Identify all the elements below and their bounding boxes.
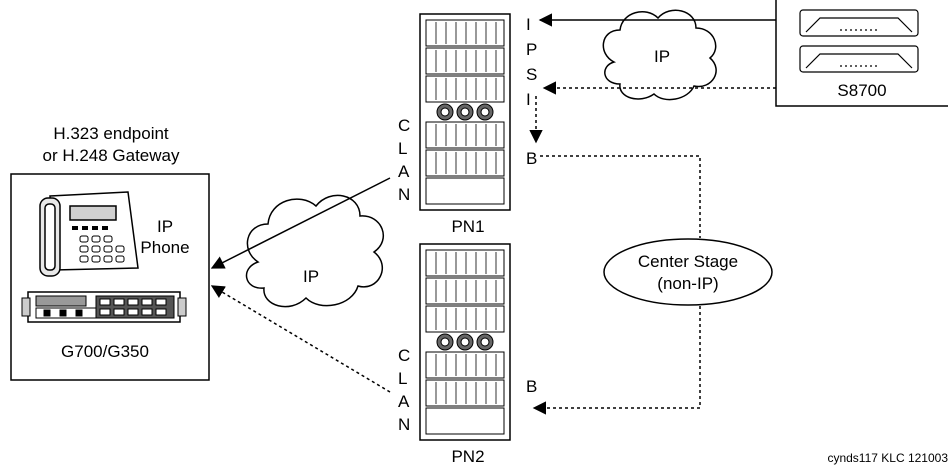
s8700-label: S8700 bbox=[837, 81, 886, 100]
center-stage-line1: Center Stage bbox=[638, 252, 738, 271]
pn1-label: PN1 bbox=[451, 217, 484, 236]
ip-cloud-bottom bbox=[245, 194, 385, 308]
pn1-clan-letter-1: C bbox=[398, 116, 410, 135]
pn1-ipsi-letter-2: P bbox=[526, 40, 537, 59]
ip-phone-label-line2: Phone bbox=[140, 238, 189, 257]
ip-cloud-bottom-label: IP bbox=[303, 267, 319, 286]
center-stage-to-pn2-b-link bbox=[532, 306, 701, 415]
pn1-b-to-center-stage-link bbox=[540, 155, 701, 238]
center-stage-line2: (non-IP) bbox=[657, 274, 718, 293]
pn1-b-label: B bbox=[526, 149, 537, 168]
pn1-clan-letter-3: A bbox=[398, 162, 410, 181]
pn1-cabinet bbox=[419, 13, 511, 211]
pn1-clan-letter-4: N bbox=[398, 185, 410, 204]
figure-code: cynds117 KLC 121003 bbox=[827, 451, 948, 465]
pn1-clan-to-endpoint-link bbox=[210, 177, 391, 269]
pn1-clan-letter-2: L bbox=[398, 139, 407, 158]
pn2-clan-letter-1: C bbox=[398, 346, 410, 365]
endpoint-box bbox=[10, 173, 210, 381]
endpoint-title-line1: H.323 endpoint bbox=[53, 124, 169, 143]
pn1-ipsi-letter-3: S bbox=[526, 65, 537, 84]
center-stage-ellipse bbox=[603, 238, 773, 306]
pn2-clan-letter-4: N bbox=[398, 415, 410, 434]
pn2-cabinet bbox=[419, 243, 511, 441]
pn1-ipsi-letter-1: I bbox=[526, 15, 531, 34]
ip-phone-label-line1: IP bbox=[157, 217, 173, 236]
gateway-icon bbox=[21, 291, 187, 323]
pn2-clan-letter-3: A bbox=[398, 392, 410, 411]
gateway-label: G700/G350 bbox=[61, 342, 149, 361]
ip-cloud-top bbox=[602, 9, 717, 101]
pn2-clan-to-endpoint-link bbox=[210, 285, 391, 393]
pn2-b-label: B bbox=[526, 377, 537, 396]
s8700-server-box bbox=[775, 0, 948, 107]
pn2-label: PN2 bbox=[451, 447, 484, 466]
pn1-ipsi-letter-4: I bbox=[526, 90, 531, 109]
endpoint-title-line2: or H.248 Gateway bbox=[42, 146, 180, 165]
pn2-clan-letter-2: L bbox=[398, 369, 407, 388]
ip-phone-icon bbox=[39, 191, 139, 277]
ip-cloud-top-label: IP bbox=[654, 47, 670, 66]
